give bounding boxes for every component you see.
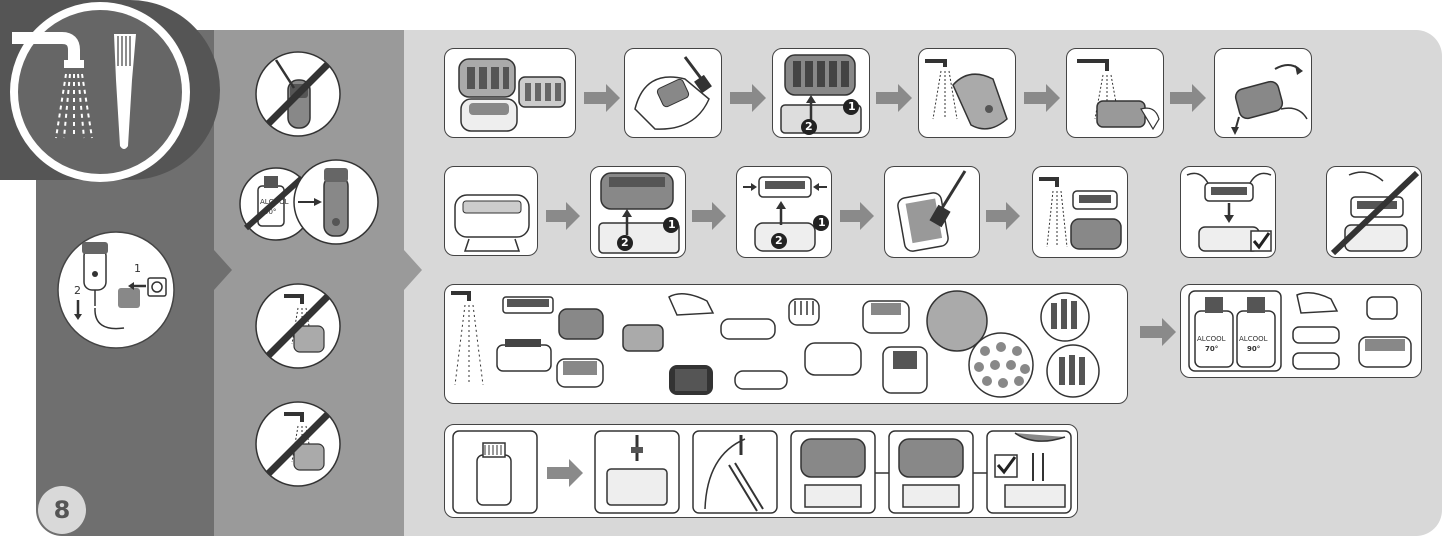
page-number: 8 — [38, 486, 86, 534]
charging-illustration: 1 2 — [54, 228, 178, 352]
charger-step-2: 2 — [74, 284, 81, 297]
bottle-label: ALCOOL — [260, 198, 289, 206]
step-badge-2-c: 2 — [775, 234, 783, 247]
row1-rinse-head — [1066, 48, 1164, 138]
row4-oil-maintenance — [444, 424, 1078, 518]
row2-rinse-parts — [1032, 166, 1128, 258]
step-badge-1-b: 1 — [668, 218, 676, 231]
row1-rinse-device — [918, 48, 1016, 138]
bottle-2-label: ALCOOL — [1239, 335, 1268, 343]
no-screwdriver-warning — [254, 50, 342, 138]
row2-remove-cap: 1 2 — [590, 166, 686, 258]
water-brush-circle — [0, 0, 220, 182]
step-badge-2: 2 — [805, 120, 813, 133]
row2-do-not-force — [1326, 166, 1422, 258]
row1-remove-head: 1 2 — [772, 48, 870, 138]
row1-attachment-heads — [444, 48, 576, 138]
row3-washable-accessories — [444, 284, 1128, 404]
step-badge-1: 1 — [848, 100, 856, 113]
step-badge-2-b: 2 — [621, 236, 629, 249]
bottle-value: 90° — [264, 208, 277, 216]
row3-alcohol-accessories: ALCOOL 70° ALCOOL 90° — [1180, 284, 1422, 378]
no-rinse-warning-1 — [254, 282, 342, 370]
row2-reassemble-check — [1180, 166, 1276, 258]
row1-brush-head — [624, 48, 722, 138]
row1-shake-dry — [1214, 48, 1312, 138]
bottle-1-value: 70° — [1205, 345, 1219, 353]
row2-brush-clean — [884, 166, 980, 258]
bottle-1-label: ALCOOL — [1197, 335, 1226, 343]
no-alcohol-on-device-warning: ALCOOL 90° — [232, 158, 382, 248]
charger-step-1: 1 — [134, 262, 141, 275]
bottle-2-value: 90° — [1247, 345, 1261, 353]
step-badge-1-c: 1 — [818, 216, 826, 229]
no-rinse-warning-2 — [254, 400, 342, 488]
row2-detach-parts: 1 2 — [736, 166, 832, 258]
row2-head-assembled — [444, 166, 538, 256]
